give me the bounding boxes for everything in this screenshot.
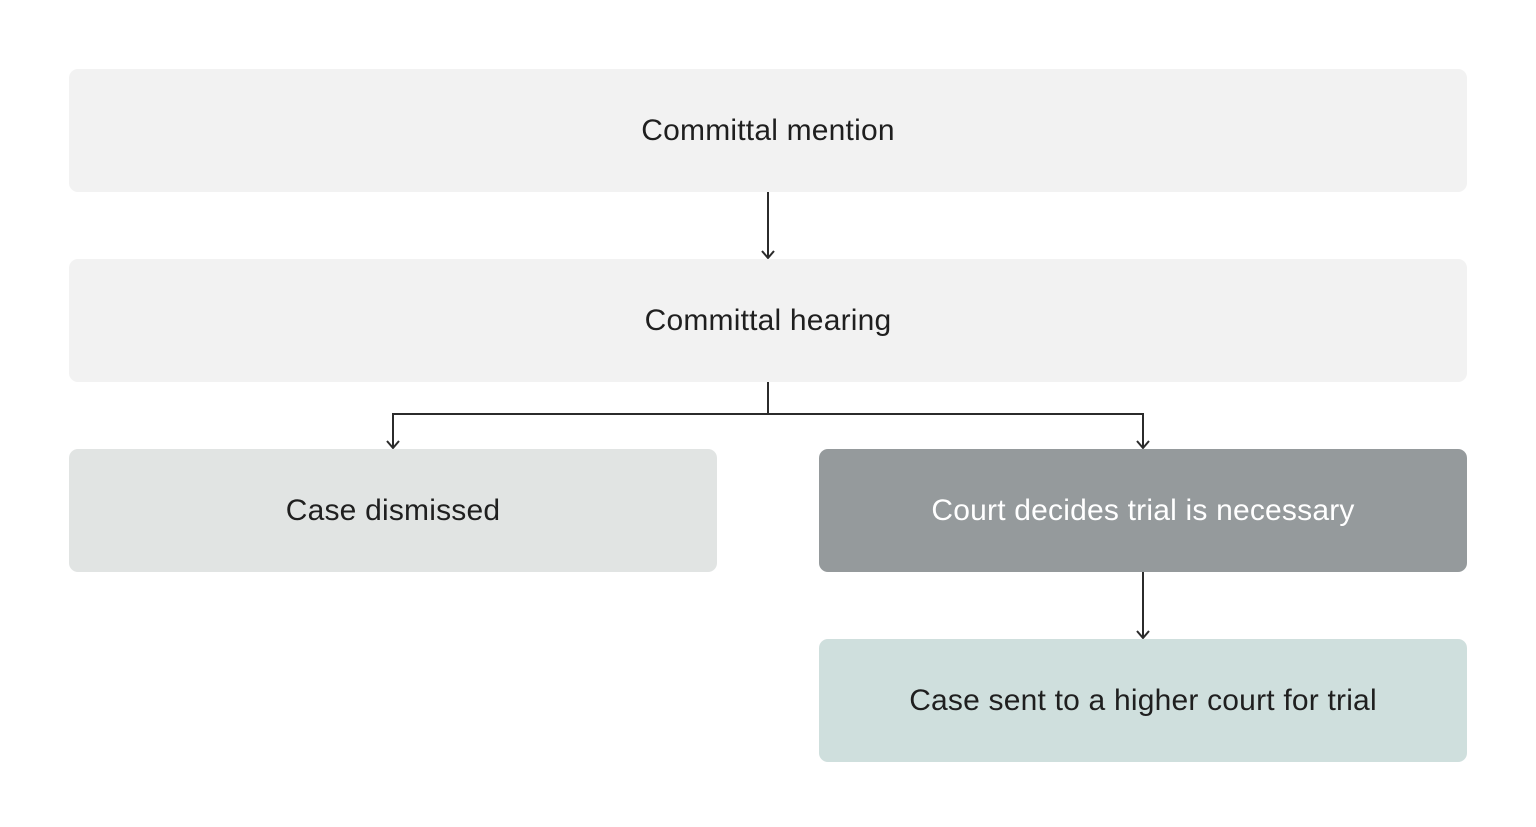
node-trial-necessary: Court decides trial is necessary — [819, 449, 1467, 572]
edge-hearing-to-trial — [1136, 414, 1150, 450]
edge-trial-to-higher — [1136, 572, 1150, 640]
node-committal-mention: Committal mention — [69, 69, 1467, 192]
node-label: Committal hearing — [644, 303, 892, 337]
edge-hearing-split — [392, 382, 1144, 415]
node-label: Case sent to a higher court for trial — [909, 683, 1377, 717]
edge-hearing-to-dismissed — [386, 414, 400, 450]
node-label: Committal mention — [641, 113, 895, 147]
node-case-dismissed: Case dismissed — [69, 449, 717, 572]
node-higher-court: Case sent to a higher court for trial — [819, 639, 1467, 762]
node-label: Court decides trial is necessary — [931, 493, 1355, 527]
node-label: Case dismissed — [285, 493, 501, 527]
node-committal-hearing: Committal hearing — [69, 259, 1467, 382]
edge-mention-to-hearing — [761, 192, 775, 260]
